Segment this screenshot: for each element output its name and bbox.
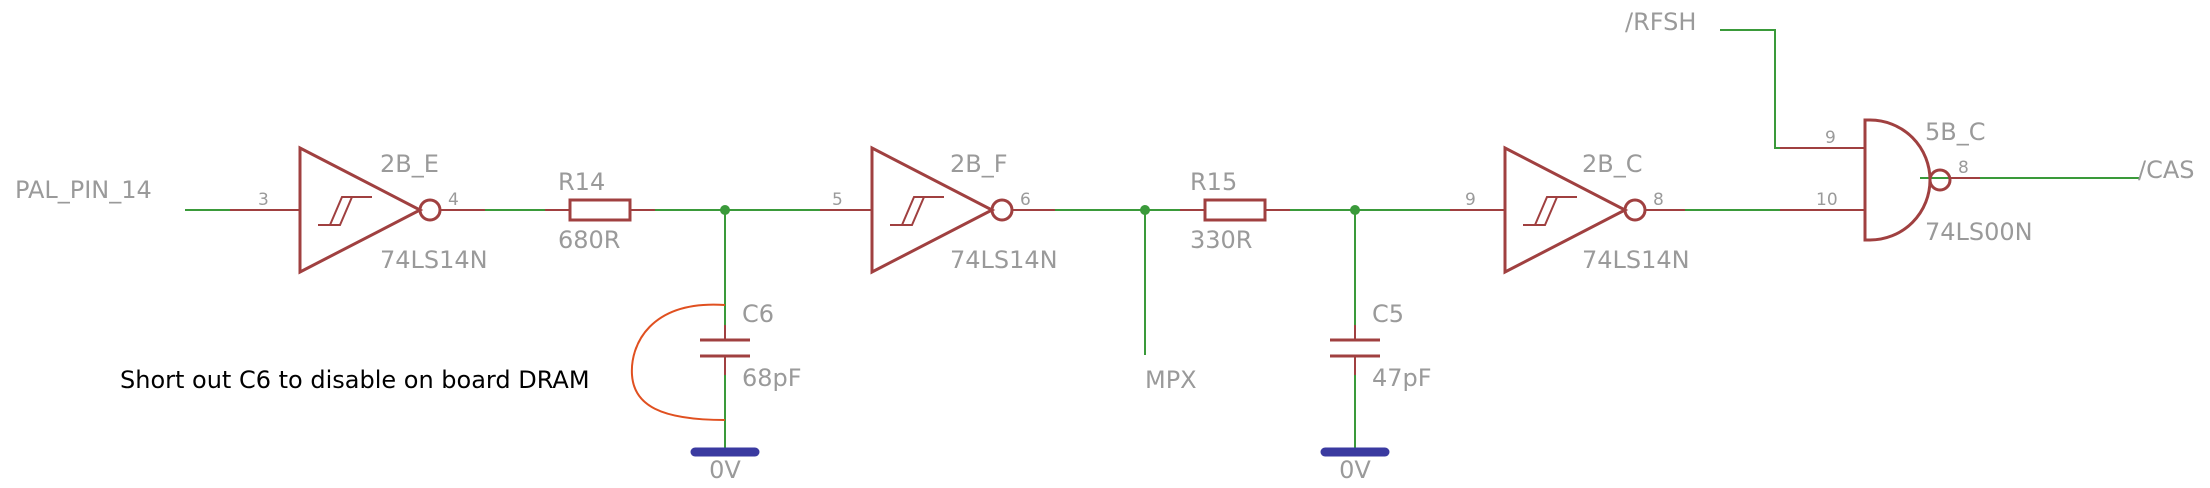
- ground-label-c6: 0V: [709, 456, 741, 484]
- gate-5b-c-name: 5B_C: [1925, 118, 1986, 146]
- r14-value: 680R: [558, 226, 620, 254]
- capacitor-c5[interactable]: C5 47pF: [1330, 300, 1432, 392]
- resistor-r14[interactable]: R14 680R: [545, 168, 655, 254]
- gate-5b-c-value: 74LS00N: [1925, 218, 2033, 246]
- c6-value: 68pF: [742, 364, 802, 392]
- gate-2b-f[interactable]: 2B_F 74LS14N 5 6: [820, 145, 1058, 275]
- schmitt-icon: [1523, 196, 1577, 226]
- net-label-input: PAL_PIN_14: [15, 176, 152, 204]
- resistor-r15[interactable]: R15 330R: [1180, 168, 1290, 254]
- c5-value: 47pF: [1372, 364, 1432, 392]
- resistor-body: [568, 198, 632, 222]
- c6-name: C6: [742, 300, 774, 328]
- gate-2b-e-pin-out-num: 4: [448, 190, 459, 210]
- inverter-triangle: [298, 145, 424, 275]
- gate-5b-c-pin-b-num: 10: [1816, 190, 1838, 210]
- wires: [185, 29, 2140, 450]
- junction-c5: [1350, 205, 1360, 215]
- ground-label-c5: 0V: [1339, 456, 1371, 484]
- nand-bubble: [1928, 168, 1952, 192]
- net-label-rfsh: /RFSH: [1625, 8, 1696, 36]
- gate-2b-f-value: 74LS14N: [950, 246, 1058, 274]
- net-label-mpx: MPX: [1145, 366, 1197, 394]
- gate-5b-c[interactable]: 5B_C 74LS00N 9 10 8: [1780, 118, 2033, 246]
- nand-body: [1863, 118, 1932, 242]
- junction-c6: [720, 205, 730, 215]
- gate-2b-c-name: 2B_C: [1582, 150, 1643, 178]
- gate-2b-f-pin-out-num: 6: [1020, 190, 1031, 210]
- gate-2b-f-pin-in-num: 5: [832, 190, 843, 210]
- capacitor-c6[interactable]: C6 68pF: [700, 300, 802, 392]
- gate-2b-c-pin-out-num: 8: [1653, 190, 1664, 210]
- gate-2b-e-pin-in-num: 3: [258, 190, 269, 210]
- gate-2b-e[interactable]: 2B_E 74LS14N 3 4: [230, 145, 488, 275]
- annotation-note: Short out C6 to disable on board DRAM: [120, 366, 590, 394]
- gate-2b-f-name: 2B_F: [950, 150, 1008, 178]
- schmitt-icon: [318, 196, 372, 226]
- gate-5b-c-pin-a-num: 9: [1825, 128, 1836, 148]
- resistor-body: [1203, 198, 1267, 222]
- r14-name: R14: [558, 168, 605, 196]
- gate-5b-c-pin-out-num: 8: [1958, 158, 1969, 178]
- gate-2b-c-value: 74LS14N: [1582, 246, 1690, 274]
- schmitt-icon: [890, 196, 944, 226]
- junction-mpx: [1140, 205, 1150, 215]
- inverter-triangle: [1503, 145, 1629, 275]
- short-out-arc: [630, 303, 726, 421]
- gate-2b-e-value: 74LS14N: [380, 246, 488, 274]
- r15-value: 330R: [1190, 226, 1252, 254]
- gate-2b-e-name: 2B_E: [380, 150, 439, 178]
- wire-rfsh: [1720, 29, 1780, 149]
- gate-2b-c[interactable]: 2B_C 74LS14N 9 8: [1450, 145, 1690, 275]
- c5-name: C5: [1372, 300, 1404, 328]
- net-label-cas: /CAS: [2138, 156, 2195, 184]
- gate-2b-c-pin-in-num: 9: [1465, 190, 1476, 210]
- r15-name: R15: [1190, 168, 1237, 196]
- inverter-triangle: [870, 145, 996, 275]
